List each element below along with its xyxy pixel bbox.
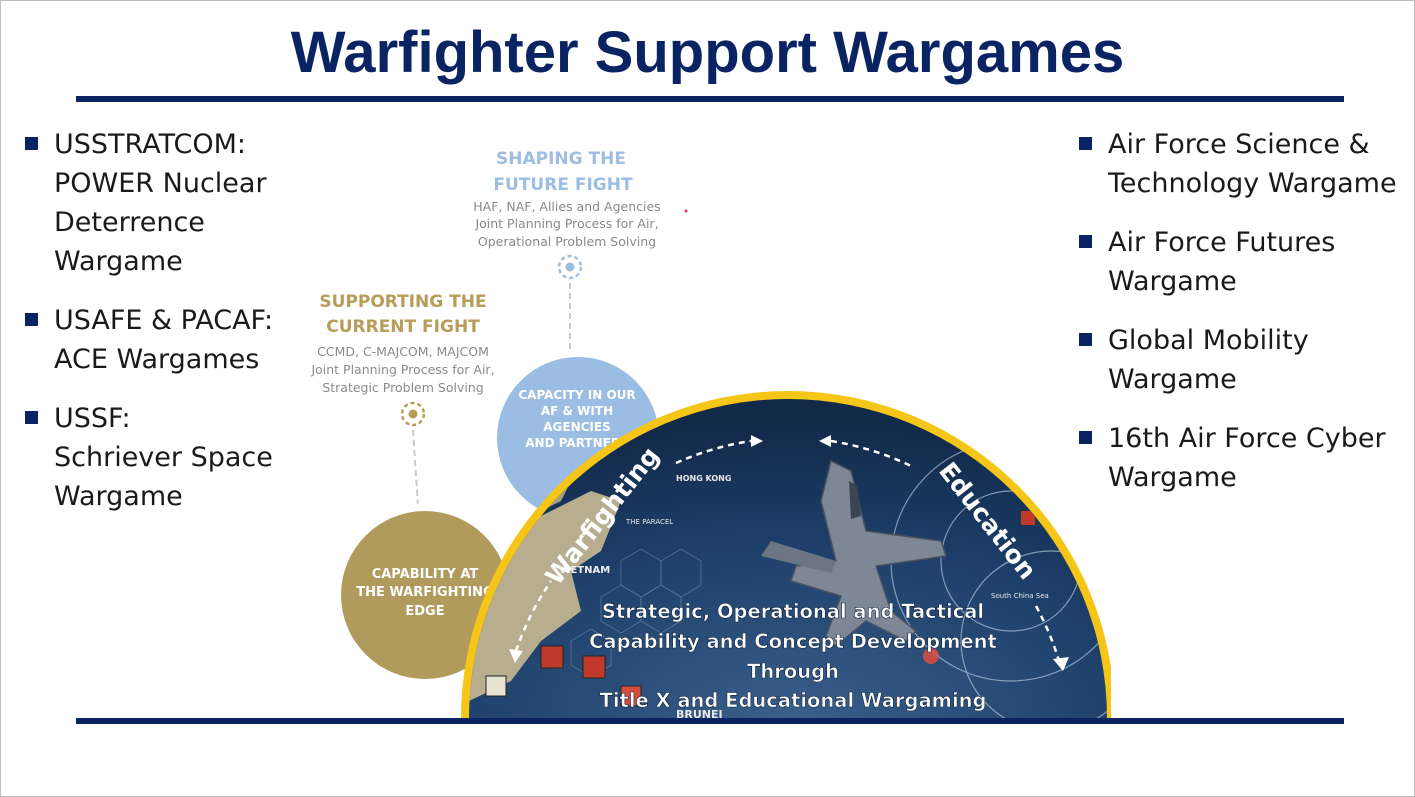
marker-dot bbox=[684, 209, 688, 213]
shaping-desc-line3: Operational Problem Solving bbox=[478, 234, 656, 249]
bullet-text: Global Mobility Wargame bbox=[1108, 325, 1309, 395]
bullet-text: Air Force Science & Technology Wargame bbox=[1108, 129, 1397, 199]
title-rule bbox=[76, 96, 1344, 102]
shaping-heading-line1: SHAPING THE bbox=[496, 149, 626, 169]
slide-title: Warfighter Support Wargames bbox=[290, 20, 1125, 85]
bullet-ussf: USSF: Schriever Space Wargame bbox=[23, 399, 313, 516]
capacity-line2: AF & WITH bbox=[541, 404, 613, 418]
shaping-desc-line2: Joint Planning Process for Air, bbox=[474, 216, 658, 231]
map-label-paracel: THE PARACEL bbox=[625, 518, 673, 526]
map-label-brunei: BRUNEI bbox=[676, 708, 723, 719]
connector-line bbox=[412, 429, 419, 507]
bullet-global-mobility: Global Mobility Wargame bbox=[1077, 321, 1407, 399]
bullet-square-icon bbox=[25, 411, 38, 424]
center-line1: Strategic, Operational and Tactical bbox=[602, 600, 984, 623]
left-bullet-list: USSTRATCOM: POWER Nuclear Deterrence War… bbox=[23, 125, 313, 536]
map-label-vietnam: VIETNAM bbox=[559, 565, 610, 576]
bullet-text: USAFE & PACAF: ACE Wargames bbox=[54, 305, 274, 375]
bullet-square-icon bbox=[1079, 333, 1092, 346]
target-icon bbox=[557, 254, 583, 280]
shaping-desc-line1: HAF, NAF, Allies and Agencies bbox=[473, 199, 660, 214]
right-bullet-list: Air Force Science & Technology Wargame A… bbox=[1077, 125, 1407, 517]
capability-line2: THE WARFIGHTING bbox=[356, 585, 494, 600]
bullet-af-futures: Air Force Futures Wargame bbox=[1077, 223, 1407, 301]
bullet-usafe-pacaf: USAFE & PACAF: ACE Wargames bbox=[23, 301, 313, 379]
center-line2: Capability and Concept Development bbox=[589, 630, 997, 653]
supporting-desc-line1: CCMD, C-MAJCOM, MAJCOM bbox=[317, 344, 489, 359]
bullet-text: USSTRATCOM: POWER Nuclear Deterrence War… bbox=[54, 129, 267, 277]
bullet-square-icon bbox=[1079, 431, 1092, 444]
target-icon bbox=[400, 401, 426, 427]
center-caption: Strategic, Operational and Tactical Capa… bbox=[589, 600, 997, 713]
capacity-line4: AND PARTNERS bbox=[525, 436, 628, 450]
center-line3: Through bbox=[747, 660, 839, 683]
capability-line1: CAPABILITY AT bbox=[372, 567, 479, 582]
bullet-af-science-tech: Air Force Science & Technology Wargame bbox=[1077, 125, 1407, 203]
game-counters bbox=[485, 511, 1035, 707]
center-line4: Title X and Educational Wargaming bbox=[600, 689, 987, 712]
supporting-heading-line1: SUPPORTING THE bbox=[319, 292, 486, 312]
bullet-text: 16th Air Force Cyber Wargame bbox=[1108, 423, 1386, 493]
map-label-hong-kong: HONG KONG bbox=[676, 474, 731, 483]
bullet-text: Air Force Futures Wargame bbox=[1108, 227, 1336, 297]
bullet-square-icon bbox=[25, 313, 38, 326]
bullet-square-icon bbox=[1079, 235, 1092, 248]
bullet-square-icon bbox=[1079, 137, 1092, 150]
shaping-heading-line2: FUTURE FIGHT bbox=[493, 175, 633, 195]
bullet-text: USSF: Schriever Space Wargame bbox=[54, 403, 273, 512]
bullet-usstratcom: USSTRATCOM: POWER Nuclear Deterrence War… bbox=[23, 125, 313, 281]
capacity-line1: CAPACITY IN OUR bbox=[518, 388, 635, 402]
fighter-jet-icon bbox=[761, 459, 947, 648]
shaping-future-fight-block: SHAPING THE FUTURE FIGHT HAF, NAF, Allie… bbox=[473, 149, 688, 351]
wargaming-graphic: SHAPING THE FUTURE FIGHT HAF, NAF, Allie… bbox=[310, 149, 1111, 719]
footer-rule bbox=[76, 718, 1344, 724]
map-label-south-china-sea: South China Sea bbox=[991, 592, 1049, 600]
capability-line3: EDGE bbox=[405, 604, 444, 619]
supporting-desc-line3: Strategic Problem Solving bbox=[322, 380, 483, 395]
supporting-heading-line2: CURRENT FIGHT bbox=[326, 317, 480, 337]
arrowheads bbox=[509, 435, 1069, 671]
bullet-16th-af-cyber: 16th Air Force Cyber Wargame bbox=[1077, 419, 1407, 497]
supporting-desc-line2: Joint Planning Process for Air, bbox=[310, 362, 494, 377]
capacity-line3: AGENCIES bbox=[543, 420, 611, 434]
supporting-current-fight-block: SUPPORTING THE CURRENT FIGHT CCMD, C-MAJ… bbox=[310, 292, 495, 507]
bullet-square-icon bbox=[25, 137, 38, 150]
